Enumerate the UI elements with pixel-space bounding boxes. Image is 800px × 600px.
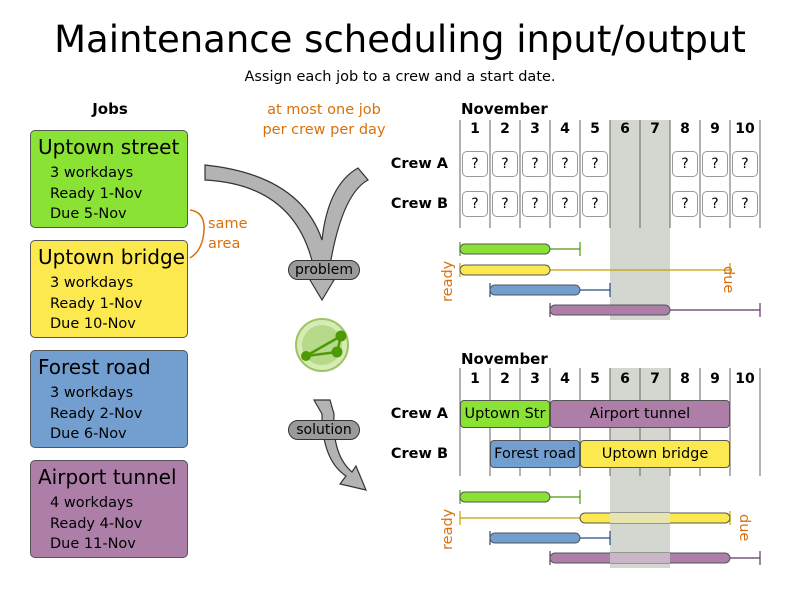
- constraint-note: at most one job per crew per day: [254, 100, 394, 140]
- day-label: 8: [680, 371, 690, 387]
- month-label: November: [461, 100, 548, 118]
- due-label: due: [720, 266, 736, 294]
- job-workdays: 3 workdays: [50, 165, 134, 181]
- page-title: Maintenance scheduling input/output: [54, 18, 746, 61]
- job-due: Due 6-Nov: [50, 426, 127, 442]
- month-label: November: [461, 350, 548, 368]
- day-label: 10: [735, 371, 755, 387]
- page-subtitle: Assign each job to a crew and a start da…: [244, 69, 556, 85]
- job-ready: Ready 1-Nov: [50, 186, 143, 202]
- day-label: 4: [560, 371, 570, 387]
- unknown-cell: ?: [732, 151, 758, 177]
- jobs-heading: Jobs: [92, 100, 128, 118]
- crew-label: Crew B: [390, 196, 448, 212]
- day-label: 9: [710, 121, 720, 137]
- day-label: 8: [680, 121, 690, 137]
- job-workdays: 3 workdays: [50, 275, 134, 291]
- day-label: 2: [500, 121, 510, 137]
- ready-label: ready: [440, 260, 456, 302]
- job-due: Due 11-Nov: [50, 536, 136, 552]
- duration-bars-bottom: [459, 491, 731, 564]
- assignment-uptown-street: Uptown Str: [460, 400, 550, 428]
- job-ready: Ready 4-Nov: [50, 516, 143, 532]
- same-area-bracket: [189, 209, 205, 259]
- crew-label: Crew A: [390, 406, 448, 422]
- job-name: Uptown bridge: [38, 245, 185, 269]
- solution-arrow: [312, 399, 368, 491]
- unknown-cell: ?: [462, 191, 488, 217]
- unknown-cell: ?: [732, 191, 758, 217]
- day-label: 2: [500, 371, 510, 387]
- job-ready: Ready 2-Nov: [50, 406, 143, 422]
- unknown-cell: ?: [552, 151, 578, 177]
- assignment-forest-road: Forest road: [490, 440, 580, 468]
- crew-label: Crew A: [390, 156, 448, 172]
- unknown-cell: ?: [522, 191, 548, 217]
- same-area-note: same area: [208, 214, 248, 254]
- unknown-cell: ?: [552, 191, 578, 217]
- solver-logo-icon: [295, 318, 349, 372]
- day-label: 4: [560, 121, 570, 137]
- job-name: Uptown street: [38, 135, 180, 159]
- day-label: 3: [530, 371, 540, 387]
- unknown-cell: ?: [522, 151, 548, 177]
- crew-label: Crew B: [390, 446, 448, 462]
- day-label: 5: [590, 121, 600, 137]
- assignment-airport-tunnel: Airport tunnel: [550, 400, 730, 428]
- job-card-airport-tunnel: Airport tunnel 4 workdays Ready 4-Nov Du…: [30, 460, 188, 558]
- day-label: 5: [590, 371, 600, 387]
- job-name: Airport tunnel: [38, 465, 177, 489]
- same-area-line: area: [208, 236, 241, 252]
- duration-bars-top: [459, 243, 671, 316]
- day-label: 6: [620, 371, 630, 387]
- unknown-cell: ?: [672, 191, 698, 217]
- job-card-uptown-bridge: Uptown bridge 3 workdays Ready 1-Nov Due…: [30, 240, 188, 338]
- job-workdays: 3 workdays: [50, 385, 134, 401]
- job-name: Forest road: [38, 355, 151, 379]
- job-due: Due 5-Nov: [50, 206, 127, 222]
- day-label: 7: [650, 371, 660, 387]
- constraint-note-line: per crew per day: [262, 122, 386, 138]
- solution-label: solution: [288, 420, 360, 440]
- unknown-cell: ?: [462, 151, 488, 177]
- same-area-line: same: [208, 216, 248, 232]
- due-label: due: [736, 514, 752, 542]
- grid-lines-top: [459, 120, 761, 228]
- day-label: 6: [620, 121, 630, 137]
- assignment-uptown-bridge: Uptown bridge: [580, 440, 730, 468]
- problem-label: problem: [288, 260, 360, 280]
- job-ready: Ready 1-Nov: [50, 296, 143, 312]
- day-label: 10: [735, 121, 755, 137]
- unknown-cell: ?: [492, 191, 518, 217]
- constraint-note-line: at most one job: [267, 102, 381, 118]
- job-card-forest-road: Forest road 3 workdays Ready 2-Nov Due 6…: [30, 350, 188, 448]
- day-label: 1: [470, 121, 480, 137]
- job-workdays: 4 workdays: [50, 495, 134, 511]
- unknown-cell: ?: [492, 151, 518, 177]
- day-label: 1: [470, 371, 480, 387]
- job-due: Due 10-Nov: [50, 316, 136, 332]
- day-label: 9: [710, 371, 720, 387]
- ready-label: ready: [440, 508, 456, 550]
- job-card-uptown-street: Uptown street 3 workdays Ready 1-Nov Due…: [30, 130, 188, 228]
- unknown-cell: ?: [582, 151, 608, 177]
- unknown-cell: ?: [702, 151, 728, 177]
- unknown-cell: ?: [672, 151, 698, 177]
- unknown-cell: ?: [702, 191, 728, 217]
- unknown-cell: ?: [582, 191, 608, 217]
- day-label: 7: [650, 121, 660, 137]
- day-label: 3: [530, 121, 540, 137]
